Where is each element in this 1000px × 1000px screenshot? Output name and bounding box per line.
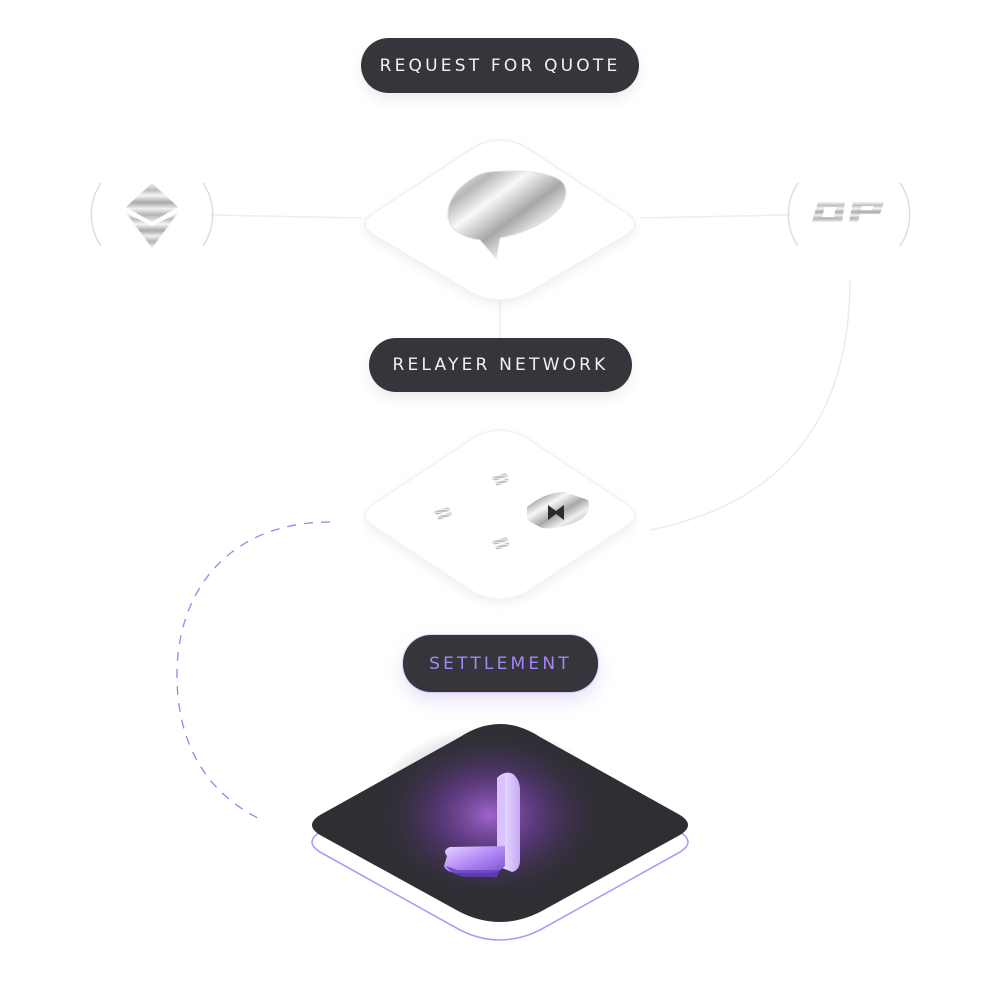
- relayer-tile: [364, 429, 636, 600]
- relayer-node-icon: [527, 492, 589, 529]
- settlement-label: SETTLEMENT: [403, 635, 598, 692]
- settlement-logo-icon: [444, 772, 520, 877]
- relayer-minor-nodes: [433, 473, 510, 550]
- relayer-network-label: RELAYER NETWORK: [369, 338, 632, 392]
- connector-right: [639, 214, 791, 219]
- chat-bubble-icon: [447, 170, 567, 260]
- connector-left: [209, 214, 363, 219]
- right-chain-badge: [787, 182, 911, 247]
- settlement-glow: [370, 725, 610, 905]
- connector-right-curve: [649, 279, 851, 531]
- request-for-quote-label: REQUEST FOR QUOTE: [361, 38, 639, 93]
- connector-dashed-purple: [176, 521, 331, 821]
- ethereum-icon: [126, 183, 178, 248]
- left-chain-badge: [90, 182, 214, 248]
- optimism-icon: [812, 202, 884, 222]
